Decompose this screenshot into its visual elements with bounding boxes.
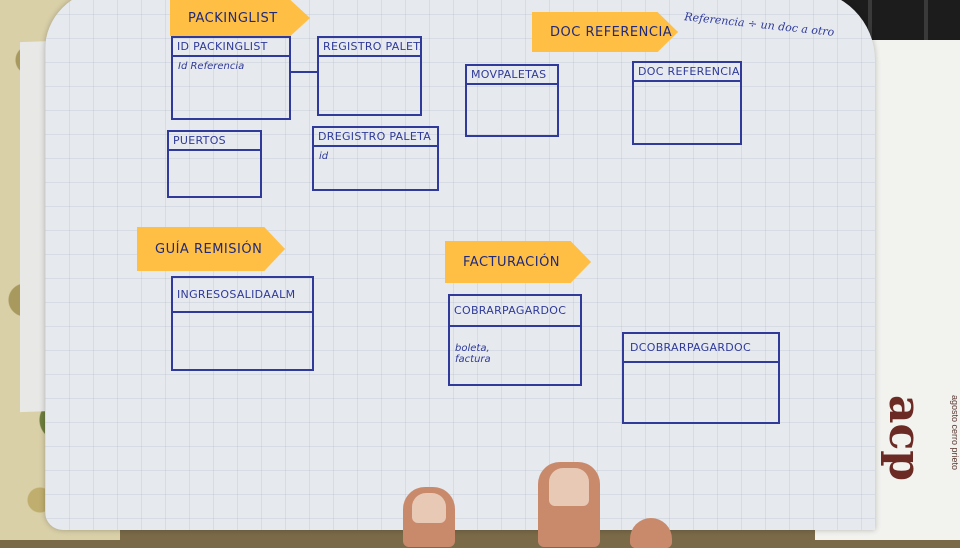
table-dcobrar-pagar-doc: DCOBRARPAGARDOC xyxy=(622,332,780,424)
table-dregistro-paleta: DREGISTRO PALETA id xyxy=(312,126,439,191)
note-doc-referencia: DOC REFERENCIA xyxy=(532,12,678,52)
table-fields xyxy=(634,82,740,90)
fingernail xyxy=(412,493,446,523)
table-ingreso-salida-alm: INGRESOSALIDAALM xyxy=(171,276,314,371)
note-guia-remision: GUÍA REMISIÓN xyxy=(137,227,285,271)
table-title: DOC REFERENCIA xyxy=(634,63,740,82)
table-doc-referencia: DOC REFERENCIA xyxy=(632,61,742,145)
table-title: PUERTOS xyxy=(169,132,260,151)
brand-mark: acp xyxy=(879,395,930,482)
table-mov-paletas: MOVPALETAS xyxy=(465,64,559,137)
brand-subtitle: agosto cerro prieto xyxy=(950,395,960,471)
table-fields: id xyxy=(319,151,329,162)
table-title: ID PACKINGLIST xyxy=(173,38,289,57)
table-title: MOVPALETAS xyxy=(467,66,557,85)
table-title: COBRARPAGARDOC xyxy=(450,296,580,327)
table-fields xyxy=(169,151,260,159)
table-fields xyxy=(467,85,557,93)
table-title: DCOBRARPAGARDOC xyxy=(624,334,778,363)
table-registro-paletas: REGISTRO PALETAS xyxy=(317,36,422,116)
finger-right xyxy=(538,462,600,547)
table-fields xyxy=(319,57,420,65)
finger-left xyxy=(403,487,455,547)
table-fields xyxy=(173,313,312,321)
table-title: REGISTRO PALETAS xyxy=(319,38,420,57)
table-puertos: PUERTOS xyxy=(167,130,262,198)
table-fields xyxy=(624,363,778,371)
brand-logo: acp agosto cerro prieto xyxy=(870,395,960,495)
table-cobrar-pagar-doc: COBRARPAGARDOC boleta, factura xyxy=(448,294,582,386)
relation-line xyxy=(291,71,318,73)
table-fields: Id Referencia xyxy=(178,61,245,72)
fingernail xyxy=(549,468,589,506)
table-fields: boleta, factura xyxy=(455,343,491,365)
note-packinglist: PACKINGLIST xyxy=(170,0,310,36)
note-facturacion: FACTURACIÓN xyxy=(445,241,591,283)
table-title: DREGISTRO PALETA xyxy=(314,128,437,147)
table-id-packinglist: ID PACKINGLIST Id Referencia xyxy=(171,36,291,120)
table-title: INGRESOSALIDAALM xyxy=(173,278,312,313)
